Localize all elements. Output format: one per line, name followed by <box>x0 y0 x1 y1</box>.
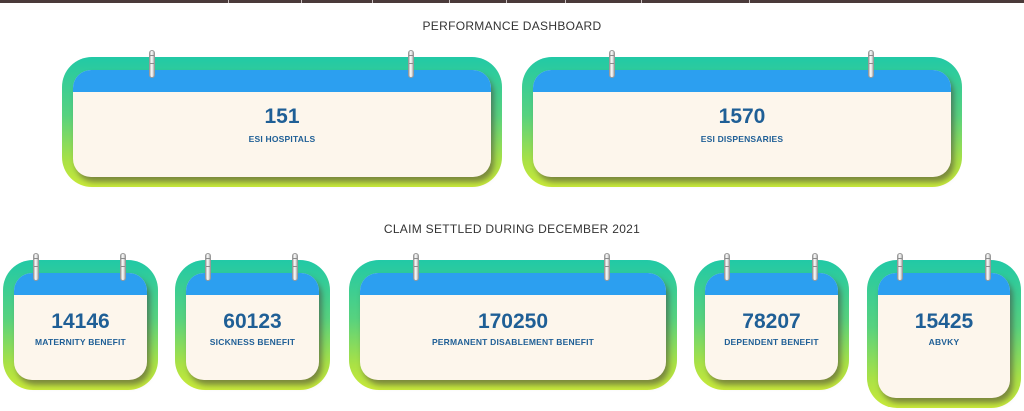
card-face: 15425 ABVKY <box>878 273 1010 398</box>
card-face: 78207 DEPENDENT BENEFIT <box>705 273 838 380</box>
nav-divider <box>749 0 750 3</box>
card-value: 170250 <box>477 310 549 333</box>
calendar-ring-icon <box>205 253 211 281</box>
card-face: 60123 SICKNESS BENEFIT <box>186 273 319 380</box>
card-header-band <box>360 273 666 295</box>
calendar-ring-icon <box>33 253 39 281</box>
card-header-band <box>878 273 1010 295</box>
card-header-band <box>705 273 838 295</box>
card-face: 1570 ESI DISPENSARIES <box>533 70 951 177</box>
card-header-band <box>73 70 491 92</box>
card-label: PERMANENT DISABLEMENT BENEFIT <box>431 337 595 347</box>
card-label: ABVKY <box>928 337 960 347</box>
card-header-band <box>533 70 951 92</box>
calendar-ring-icon <box>413 253 419 281</box>
permanent-disablement-benefit-card[interactable]: 170250 PERMANENT DISABLEMENT BENEFIT <box>349 260 677 390</box>
nav-divider <box>641 0 642 3</box>
calendar-ring-icon <box>985 253 991 281</box>
nav-divider <box>228 0 229 3</box>
calendar-ring-icon <box>120 253 126 281</box>
nav-divider <box>565 0 566 3</box>
card-label: SICKNESS BENEFIT <box>209 337 296 347</box>
maternity-benefit-card[interactable]: 14146 MATERNITY BENEFIT <box>3 260 158 390</box>
calendar-ring-icon <box>609 50 615 78</box>
card-header-band <box>14 273 147 295</box>
esi-hospitals-card[interactable]: 151 ESI HOSPITALS <box>62 57 502 187</box>
card-label: ESI DISPENSARIES <box>700 134 784 144</box>
card-value: 15425 <box>914 310 974 333</box>
abvky-card[interactable]: 15425 ABVKY <box>867 260 1021 408</box>
card-label: MATERNITY BENEFIT <box>35 337 126 347</box>
card-value: 14146 <box>51 310 110 333</box>
card-label: DEPENDENT BENEFIT <box>724 337 819 347</box>
claim-settled-heading: CLAIM SETTLED DURING DECEMBER 2021 <box>383 222 641 236</box>
card-label: ESI HOSPITALS <box>248 134 316 144</box>
calendar-ring-icon <box>897 253 903 281</box>
card-value: 1570 <box>718 105 766 128</box>
card-face: 14146 MATERNITY BENEFIT <box>14 273 147 380</box>
calendar-ring-icon <box>408 50 414 78</box>
calendar-ring-icon <box>292 253 298 281</box>
card-value: 60123 <box>223 310 282 333</box>
performance-dashboard-heading: PERFORMANCE DASHBOARD <box>422 19 602 33</box>
nav-divider <box>449 0 450 3</box>
esi-dispensaries-card[interactable]: 1570 ESI DISPENSARIES <box>522 57 962 187</box>
calendar-ring-icon <box>604 253 610 281</box>
card-value: 151 <box>264 105 300 128</box>
calendar-ring-icon <box>868 50 874 78</box>
calendar-ring-icon <box>149 50 155 78</box>
dependent-benefit-card[interactable]: 78207 DEPENDENT BENEFIT <box>694 260 849 390</box>
card-face: 151 ESI HOSPITALS <box>73 70 491 177</box>
calendar-ring-icon <box>724 253 730 281</box>
card-header-band <box>186 273 319 295</box>
top-nav-bar <box>0 0 1024 3</box>
nav-divider <box>372 0 373 3</box>
card-face: 170250 PERMANENT DISABLEMENT BENEFIT <box>360 273 666 380</box>
nav-divider <box>301 0 302 3</box>
sickness-benefit-card[interactable]: 60123 SICKNESS BENEFIT <box>175 260 330 390</box>
calendar-ring-icon <box>812 253 818 281</box>
nav-divider <box>506 0 507 3</box>
card-value: 78207 <box>742 310 801 333</box>
